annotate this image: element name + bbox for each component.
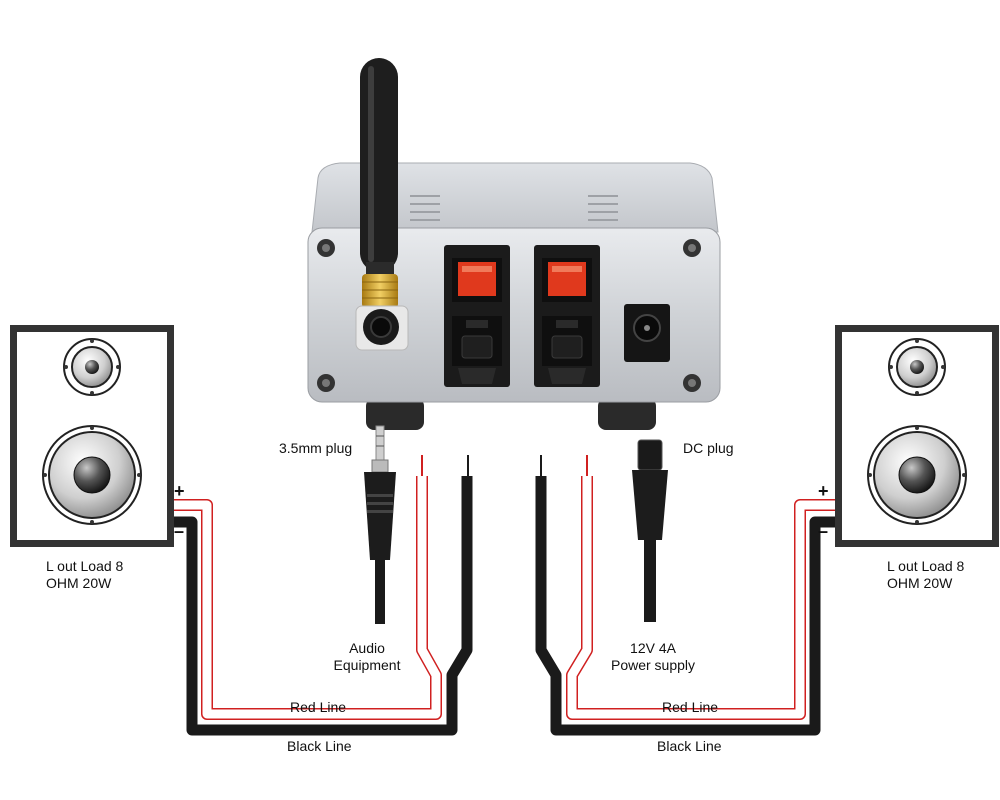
woofer-icon <box>867 425 967 525</box>
right-speaker <box>835 325 999 547</box>
power-supply-label-line2: Power supply <box>610 657 696 673</box>
dc-jack-icon <box>624 304 670 362</box>
amplifier <box>307 58 721 430</box>
audio-equipment-label-line2: Equipment <box>333 657 401 673</box>
dc-plug-label: DC plug <box>683 440 734 456</box>
plus-sign-left: + <box>174 481 185 501</box>
black-wire-right <box>535 476 835 736</box>
red-wire-right <box>566 476 835 720</box>
antenna-icon <box>360 58 398 308</box>
tweeter-icon <box>888 338 946 396</box>
amp-vents <box>410 195 618 221</box>
black-line-label-right: Black Line <box>657 738 722 754</box>
minus-sign-left: – <box>174 521 185 541</box>
woofer-icon <box>42 425 142 525</box>
red-line-label-right: Red Line <box>662 699 719 715</box>
red-wire-left <box>172 476 442 720</box>
plug-35mm-icon <box>364 425 396 624</box>
plus-sign-right: + <box>818 481 829 501</box>
speaker-terminal-left <box>444 245 510 387</box>
audio-equipment-label-line1: Audio <box>349 640 385 656</box>
amp-top <box>311 162 719 233</box>
minus-sign-right: – <box>818 521 829 541</box>
tweeter-icon <box>63 338 121 396</box>
wire-stubs <box>421 455 588 476</box>
amp-foot-left <box>366 398 424 430</box>
black-line-label-left: Black Line <box>287 738 352 754</box>
amp-back-panel <box>307 227 721 403</box>
red-line-label-left: Red Line <box>290 699 347 715</box>
plug-35mm-label: 3.5mm plug <box>279 440 353 456</box>
left-speaker-label-line1: L out Load 8 <box>46 558 124 574</box>
right-speaker-label-line1: L out Load 8 <box>887 558 965 574</box>
right-speaker-label-line2: OHM 20W <box>887 575 953 591</box>
left-speaker-label-line2: OHM 20W <box>46 575 112 591</box>
black-wire-left <box>172 476 473 736</box>
dc-plug-icon <box>632 439 668 622</box>
audio-jack-icon <box>355 305 409 351</box>
left-speaker <box>10 325 174 547</box>
speaker-terminal-right <box>534 245 600 387</box>
power-supply-label-line1: 12V 4A <box>630 640 676 656</box>
amp-foot-right <box>598 398 656 430</box>
